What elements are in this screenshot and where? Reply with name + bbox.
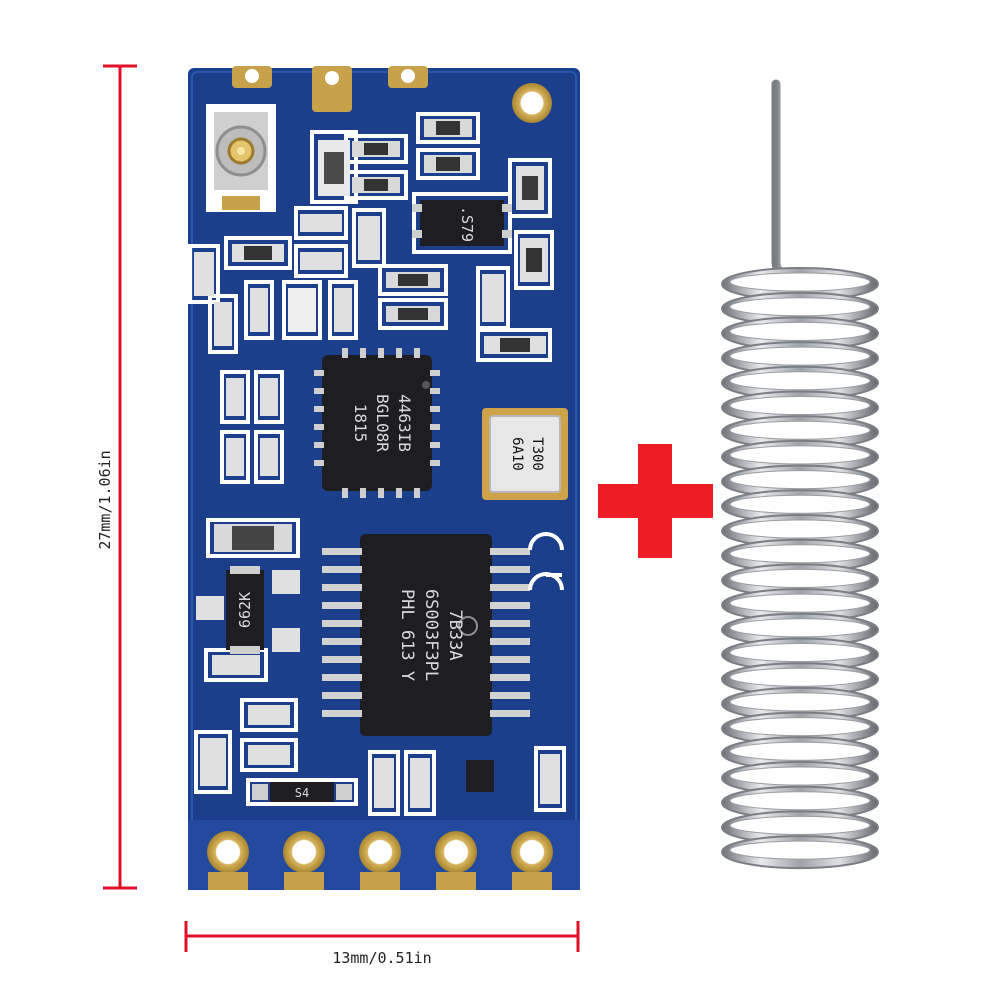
top-pads [232,66,552,123]
smd-bodies [194,119,560,808]
spring-antenna [721,79,879,870]
bottom-pads [188,820,580,890]
spring-coil-gap [729,717,871,737]
spring-coil-gap [729,420,871,440]
spring-coil-gap [729,396,871,415]
spring-coil-gap [729,741,871,761]
ce-mark-icon [528,532,564,591]
mcu-marking-line2: BGL08R [373,394,392,452]
spring-coil-gap [729,840,871,860]
driver-chip [322,534,530,736]
mcu-marking-line1: 4463IB [395,394,414,452]
spring-coil-gap [729,643,871,662]
driver-marking-line2: 6S003F3PL [421,589,441,681]
small-ic-marking: .S79 [458,206,476,242]
spring-coil-gap [729,766,871,786]
driver-marking-line3: PHL 613 Y [397,589,417,681]
resistor-662k [226,566,264,654]
mcu-marking-line3: 1815 [351,404,370,443]
pcb-module: 4463IB BGL08R 1815 T300 6A10 [188,66,580,890]
spring-coil-gap [729,346,871,366]
crystal [482,408,568,500]
spring-coil-gap [729,544,871,564]
spring-coil-gap [729,445,871,465]
spring-coil-gap [729,568,871,588]
ufl-connector [206,104,276,212]
spring-coil-gap [729,371,871,391]
diode-marking: S4 [295,786,309,800]
spring-coil-gap [729,272,871,292]
spring-coil-gap [729,815,871,835]
passive-components [188,112,566,816]
spring-coil-gap [729,519,871,539]
resistor-marking: 662K [236,592,254,628]
mcu-chip [314,348,440,498]
spring-coil-gap [729,692,871,712]
spring-coil-gap [729,618,871,638]
width-dimension [184,921,580,952]
width-label: 13mm/0.51in [332,949,431,967]
driver-marking-line1: 7B33A [445,609,465,660]
height-label: 27mm/1.06in [96,450,114,549]
crystal-marking-line1: T300 [529,437,545,471]
spring-coil-gap [729,297,871,317]
spring-coil-gap [729,593,871,613]
plus-icon [598,444,713,558]
spring-coil-gap [729,494,871,514]
spring-coil-gap [729,791,871,811]
crystal-marking-line2: 6A10 [509,437,525,471]
spring-coil-gap [729,470,871,490]
spring-coil-gap [729,321,871,341]
height-dimension [103,64,137,890]
spring-coil-gap [729,667,871,687]
